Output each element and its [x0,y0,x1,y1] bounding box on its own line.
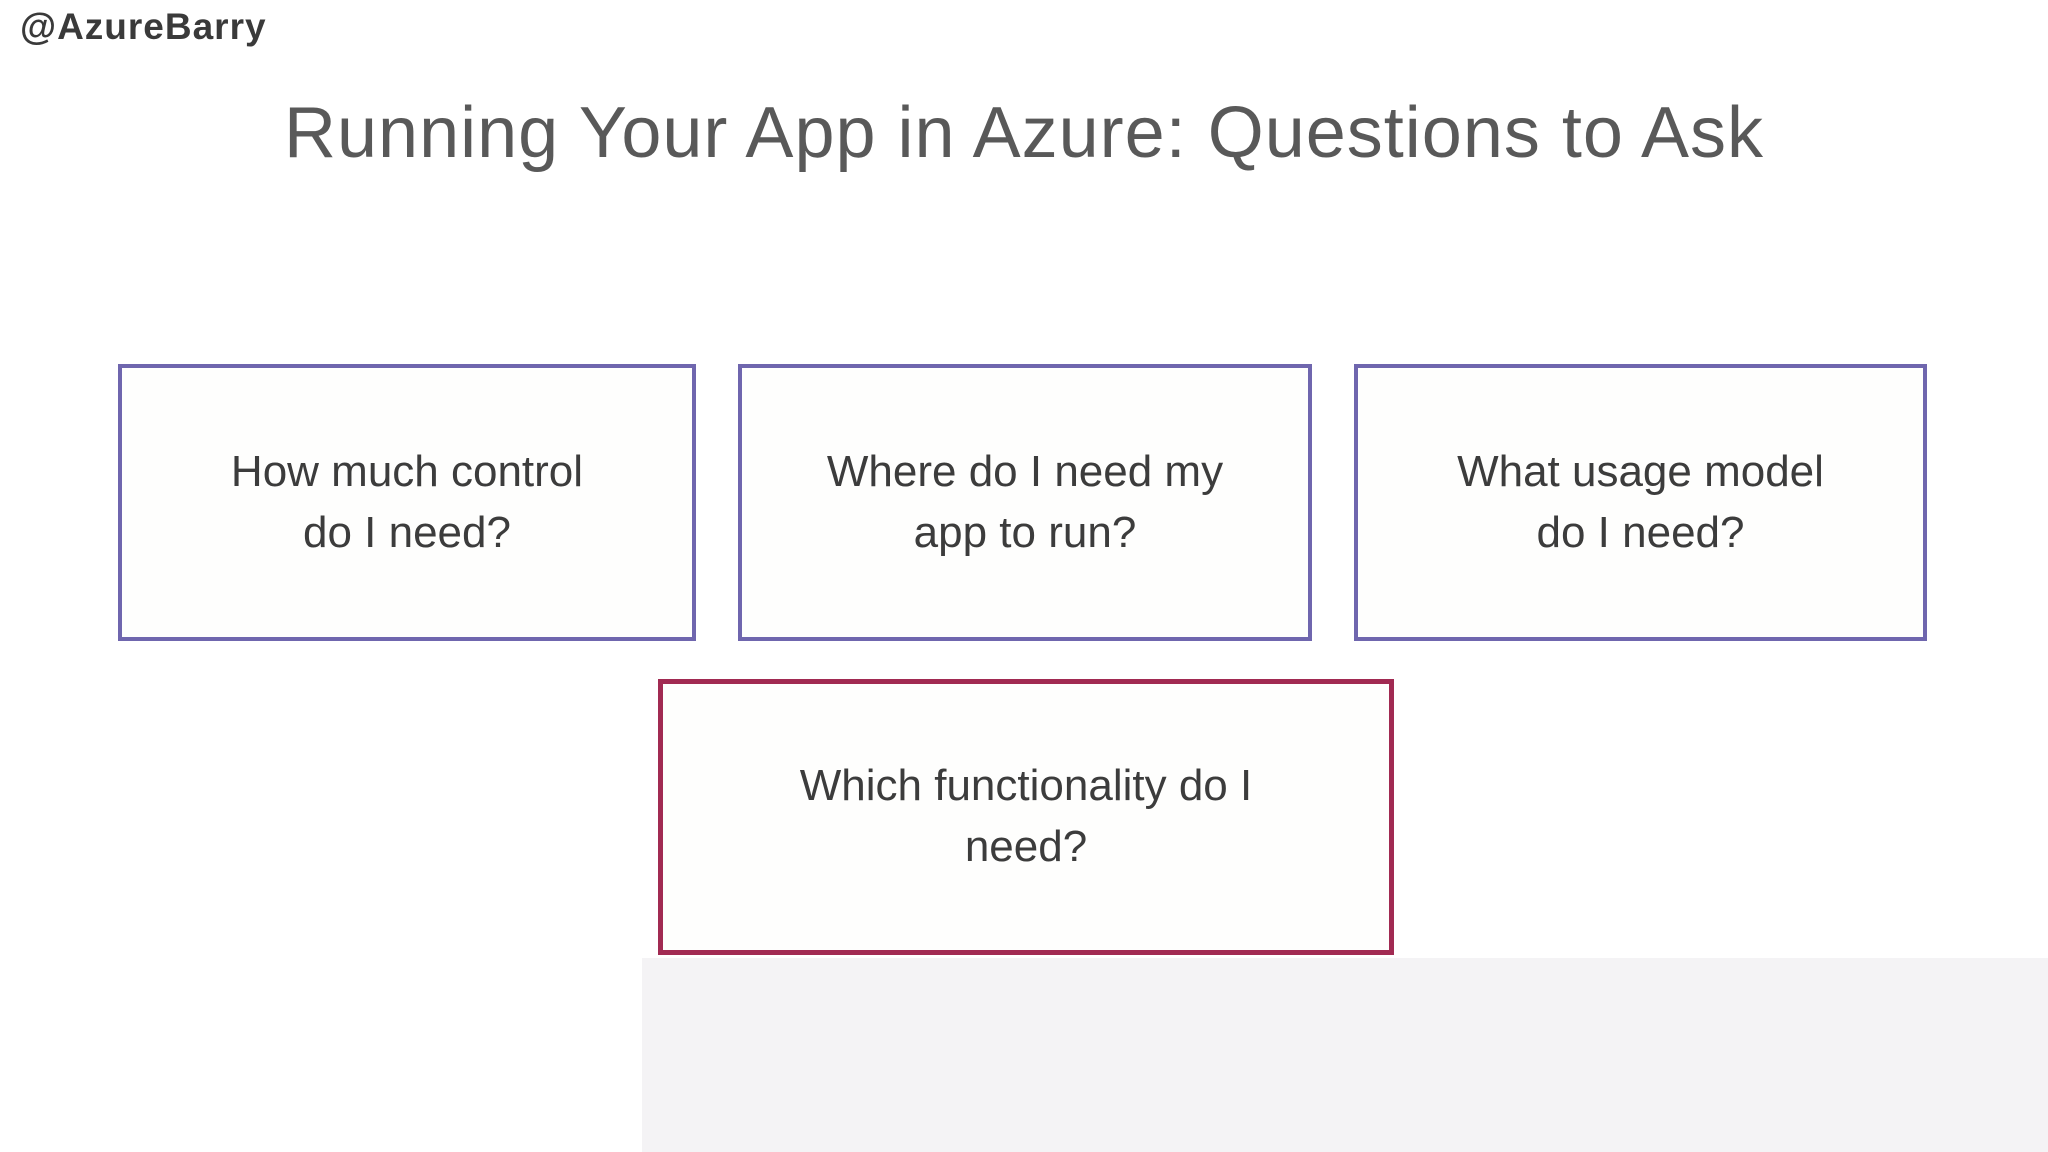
question-box-location-label: Where do I need my app to run? [826,446,1224,557]
question-box-functionality: Which functionality do I need? [658,679,1394,955]
question-box-control-label: How much control do I need? [230,446,584,557]
question-box-usage-label: What usage model do I need? [1457,446,1824,557]
slide-title: Running Your App in Azure: Questions to … [284,93,1764,173]
bottom-background-panel [642,958,2048,1152]
question-box-control: How much control do I need? [118,364,696,641]
question-box-usage: What usage model do I need? [1354,364,1927,641]
question-box-location: Where do I need my app to run? [738,364,1312,641]
question-box-functionality-label: Which functionality do I need? [799,761,1253,871]
twitter-handle: @AzureBarry [20,6,267,47]
